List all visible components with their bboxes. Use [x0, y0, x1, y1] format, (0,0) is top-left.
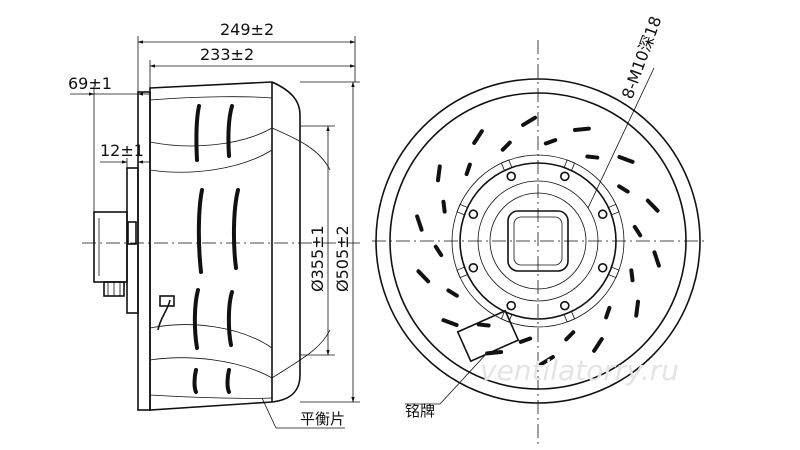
blade-slot: [464, 162, 472, 177]
blade-slot: [585, 154, 600, 160]
outer-rim: [375, 78, 701, 404]
blade-slot: [634, 299, 641, 318]
dim-outer-diameter: Ø505±2: [333, 225, 352, 292]
blade-slot: [521, 115, 538, 127]
hub-ring: [459, 162, 617, 320]
blade-slot: [564, 330, 576, 342]
blade-slot: [572, 126, 591, 132]
blade-slots: [415, 115, 661, 367]
motor-inner: [489, 192, 587, 290]
mounting-hole: [559, 171, 570, 182]
blade: [231, 188, 240, 270]
hub-bolt: [500, 311, 513, 323]
label-balance-weight: 平衡片: [300, 410, 345, 428]
blade-slot: [472, 129, 484, 145]
mounting-hole: [597, 209, 608, 220]
blade-slot: [446, 288, 459, 298]
blade: [192, 288, 200, 350]
blade-slot: [433, 244, 444, 258]
cable: [157, 299, 171, 331]
blade-slot: [617, 184, 630, 194]
mounting-hole: [506, 171, 517, 182]
hub-bolt: [563, 311, 576, 323]
dim-flange-thickness: 12±1: [100, 141, 144, 160]
mounting-hole: [597, 262, 608, 273]
mounting-hole: [468, 209, 479, 220]
blade-slot: [416, 269, 431, 284]
back-flange: [137, 91, 151, 411]
blade-slot: [538, 355, 555, 367]
mounting-hole: [468, 262, 479, 273]
blade-slot: [415, 214, 424, 232]
blade-slot: [632, 224, 643, 238]
inlet-rim: [389, 92, 687, 390]
nameplate: [456, 309, 520, 363]
motor-ring: [477, 180, 599, 302]
dim-overall-depth: 249±2: [220, 20, 274, 39]
watermark: ventilatorry.ru: [480, 354, 679, 387]
hub-bolt: [500, 159, 513, 171]
blade-slot: [629, 268, 635, 283]
blade-slot: [604, 305, 612, 320]
blade: [192, 368, 198, 394]
blade: [194, 104, 201, 162]
side-view: 249±2 233±2 69±1 12±1 Ø355±1 Ø505±2 平衡片: [68, 20, 362, 429]
mounting-hole: [506, 300, 517, 311]
blade-slot: [441, 318, 459, 328]
blade-slot: [500, 140, 512, 152]
blade: [196, 188, 204, 274]
blade-slot: [518, 336, 533, 344]
label-mounting-holes: 8-M10深18: [618, 14, 665, 102]
hub-bolt: [456, 266, 468, 279]
blade: [226, 290, 234, 347]
blade-slot: [435, 164, 442, 183]
blade: [226, 104, 234, 158]
hub-bolt: [608, 266, 620, 279]
mounting-holes: [456, 159, 620, 323]
blade-slot: [476, 322, 491, 328]
dim-impeller-depth: 233±2: [200, 45, 254, 64]
blade-slot: [645, 198, 660, 213]
hub-bolt: [563, 159, 576, 171]
mounting-hole: [559, 300, 570, 311]
blade-slot: [441, 199, 447, 214]
dim-inner-diameter: Ø355±1: [308, 225, 327, 292]
blade-slot: [617, 154, 635, 164]
blade: [225, 368, 231, 394]
motor-window: [507, 210, 569, 272]
hub-outer: [451, 154, 625, 328]
label-nameplate: 铭牌: [405, 402, 435, 420]
dim-flange-offset: 69±1: [68, 74, 112, 93]
hub-bolt: [608, 203, 620, 216]
hub-bolt: [456, 203, 468, 216]
impeller-outline: [149, 81, 301, 411]
blade-slot: [652, 250, 661, 268]
blade-slot: [543, 138, 558, 146]
blade-slot: [592, 337, 604, 353]
